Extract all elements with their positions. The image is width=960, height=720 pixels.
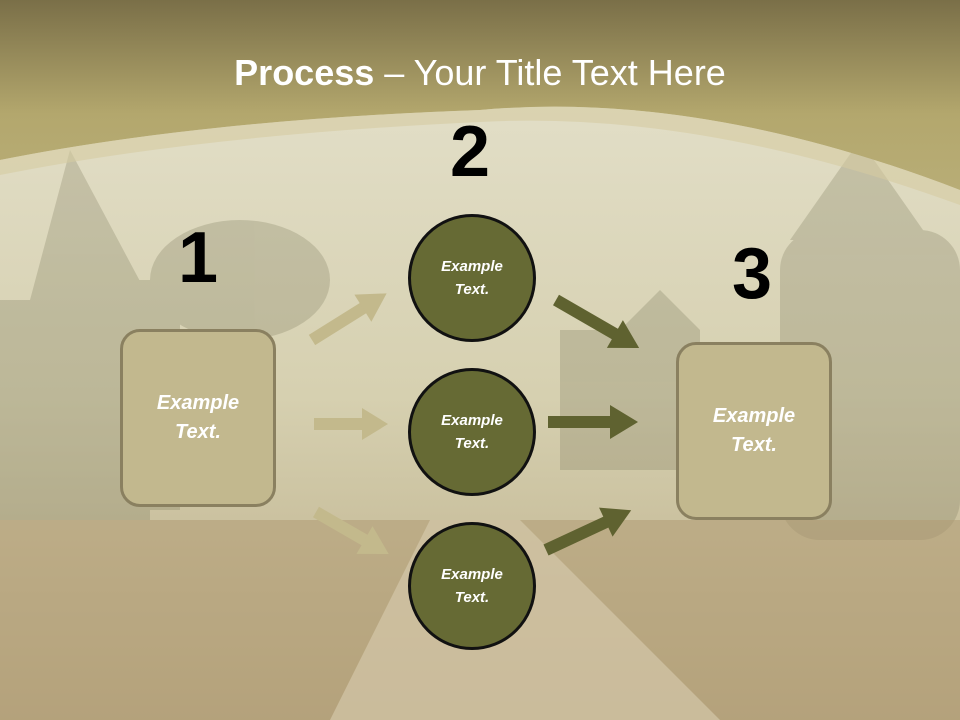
right-box-text: Example Text. bbox=[712, 405, 796, 456]
middle-circle-text: Example Text. bbox=[441, 412, 503, 452]
step-number-2: 2 bbox=[450, 112, 491, 192]
top-circle-text: Example Text. bbox=[441, 258, 503, 298]
arrow-left-to-bottom bbox=[313, 506, 389, 554]
slide-title: Process – Your Title Text Here bbox=[0, 52, 960, 94]
arrow-top-to-right bbox=[553, 294, 640, 348]
title-rest: – Your Title Text Here bbox=[374, 52, 726, 93]
left-box-text: Example Text. bbox=[156, 392, 240, 443]
title-bold: Process bbox=[234, 52, 375, 93]
top-circle: Example Text. bbox=[408, 214, 536, 342]
arrow-left-to-top bbox=[308, 293, 387, 346]
arrow-middle-to-right bbox=[548, 405, 638, 439]
left-box: Example Text. bbox=[120, 329, 276, 507]
arrow-bottom-to-right bbox=[543, 507, 632, 556]
right-box: Example Text. bbox=[676, 342, 832, 520]
bottom-circle: Example Text. bbox=[408, 522, 536, 650]
step-number-3: 3 bbox=[732, 234, 773, 314]
arrow-left-to-middle bbox=[314, 408, 388, 440]
middle-circle: Example Text. bbox=[408, 368, 536, 496]
bottom-circle-text: Example Text. bbox=[441, 566, 503, 606]
step-number-1: 1 bbox=[178, 218, 219, 298]
